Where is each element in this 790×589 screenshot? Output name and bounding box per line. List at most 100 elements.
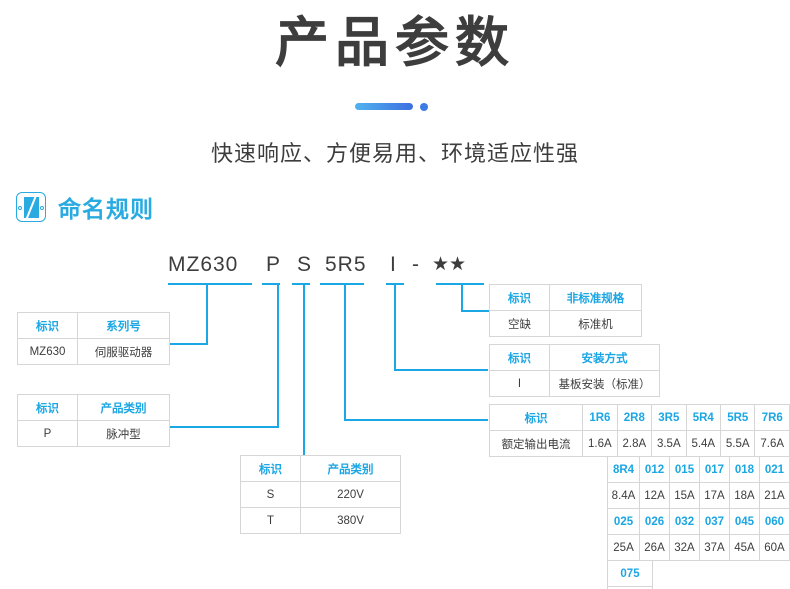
table-cell: 8.4A [606,482,641,509]
table-cell: MZ630 [17,338,78,365]
connector-nonstandard-arm [461,310,490,312]
table-cell: 脉冲型 [77,420,170,447]
table-voltage: 标识 产品类别 S 220V T 380V [240,455,401,534]
table-nonstandard: 标识 非标准规格 空缺 标准机 [489,284,642,337]
table-cell: 380V [300,507,401,534]
code-segment-series: MZ630 [168,253,239,276]
section-header: 命名规则 [16,190,154,224]
table-cell: 18A [728,482,760,509]
connector-nonstandard-drop [461,283,463,312]
section-title: 命名规则 [58,196,154,222]
table-cell: 5.5A [720,430,756,457]
table-header-cell: 7R6 [754,404,790,431]
table-cell: 标准机 [549,310,642,337]
table-header-cell: 3R5 [651,404,687,431]
table-header-cell: 026 [639,508,671,535]
table-cell: 17A [699,482,730,509]
table-row: 8R4 012 015 017 018 021 [606,456,790,483]
table-cell: 2.8A [616,430,653,457]
table-cell: 60A [758,534,790,561]
table-cell: 基板安装（标准） [549,370,660,397]
code-segment-current: 5R5 [325,253,367,276]
model-code-line: MZ630 P S 5R5 I - ★★ [0,253,790,281]
table-header-cell: 5R5 [720,404,756,431]
current-label-value: 额定输出电流 [488,430,584,457]
table-row: 75A [607,586,653,589]
connector-type-arm [169,426,279,428]
table-header-cell: 8R4 [606,456,641,483]
table-cell: I [489,370,550,397]
table-header-cell: 075 [607,560,653,587]
code-segment-mounting: I [390,253,397,276]
table-row: MZ630 伺服驱动器 [17,338,170,365]
connector-current-arm [344,419,488,421]
table-cell: 7.6A [754,430,790,457]
table-header-cell: 017 [699,456,730,483]
icon-knob-right [40,206,44,210]
page-subtitle: 快速响应、方便易用、环境适应性强 [210,141,579,166]
connector-series-underline [168,283,252,285]
current-label-code: 标识 [488,404,584,431]
table-header-cell: 标识 [17,312,78,339]
code-segment-dash: - [412,253,420,276]
table-header-cell: 1R6 [582,404,618,431]
table-row: 标识 1R6 2R8 3R5 5R4 5R5 7R6 [488,404,790,431]
table-rated-current: 标识 1R6 2R8 3R5 5R4 5R5 7R6 额定输出电流 1.6A 2… [488,404,790,457]
table-header-cell: 037 [699,508,730,535]
table-header-cell: 2R8 [616,404,653,431]
table-cell: 25A [606,534,641,561]
table-header-cell: 产品类别 [300,455,401,482]
table-cell: 12A [639,482,671,509]
table-row: S 220V [240,481,401,508]
table-cell: 1.6A [582,430,618,457]
table-header-cell: 012 [639,456,671,483]
table-row: 075 [607,560,653,587]
connector-voltage-underline [292,283,310,285]
connector-type-underline [262,283,280,285]
table-header-cell: 标识 [489,344,550,371]
table-mounting: 标识 安装方式 I 基板安装（标准） [489,344,660,397]
table-cell: T [240,507,301,534]
table-cell: 37A [699,534,730,561]
table-cell: 32A [669,534,700,561]
table-header-cell: 015 [669,456,700,483]
table-header-cell: 018 [728,456,760,483]
table-row: 8.4A 12A 15A 17A 18A 21A [606,482,790,509]
icon-knob-left [18,206,22,210]
table-cell: S [240,481,301,508]
table-row: 025 026 032 037 045 060 [606,508,790,535]
connector-voltage-drop [303,283,305,455]
table-row: I 基板安装（标准） [489,370,660,397]
code-segment-voltage: S [297,253,313,276]
table-cell: 45A [728,534,760,561]
connector-series-drop [206,283,208,345]
table-header-cell: 安装方式 [549,344,660,371]
table-row: 标识 安装方式 [489,344,660,371]
table-cell: 26A [639,534,671,561]
table-header-cell: 032 [669,508,700,535]
naming-rule-icon [16,192,46,222]
code-segment-type: P [266,253,282,276]
table-cell: 75A [607,586,653,589]
table-header-cell: 系列号 [77,312,170,339]
connector-type-drop [277,283,279,428]
connector-series-arm [169,343,208,345]
table-header-cell: 标识 [17,394,78,421]
table-cell: 3.5A [651,430,687,457]
table-row: 标识 产品类别 [240,455,401,482]
table-row: 空缺 标准机 [489,310,642,337]
table-series: 标识 系列号 MZ630 伺服驱动器 [17,312,170,365]
table-row: 标识 系列号 [17,312,170,339]
divider-bar [355,103,413,110]
icon-slash [24,197,39,218]
table-cell: 15A [669,482,700,509]
connector-mounting-drop [394,283,396,371]
table-header-cell: 非标准规格 [549,284,642,311]
table-header-cell: 060 [758,508,790,535]
connector-nonstandard-underline [436,283,484,285]
table-row: T 380V [240,507,401,534]
title-divider [0,100,790,112]
table-cell: 220V [300,481,401,508]
code-segment-nonstandard: ★★ [432,254,467,275]
